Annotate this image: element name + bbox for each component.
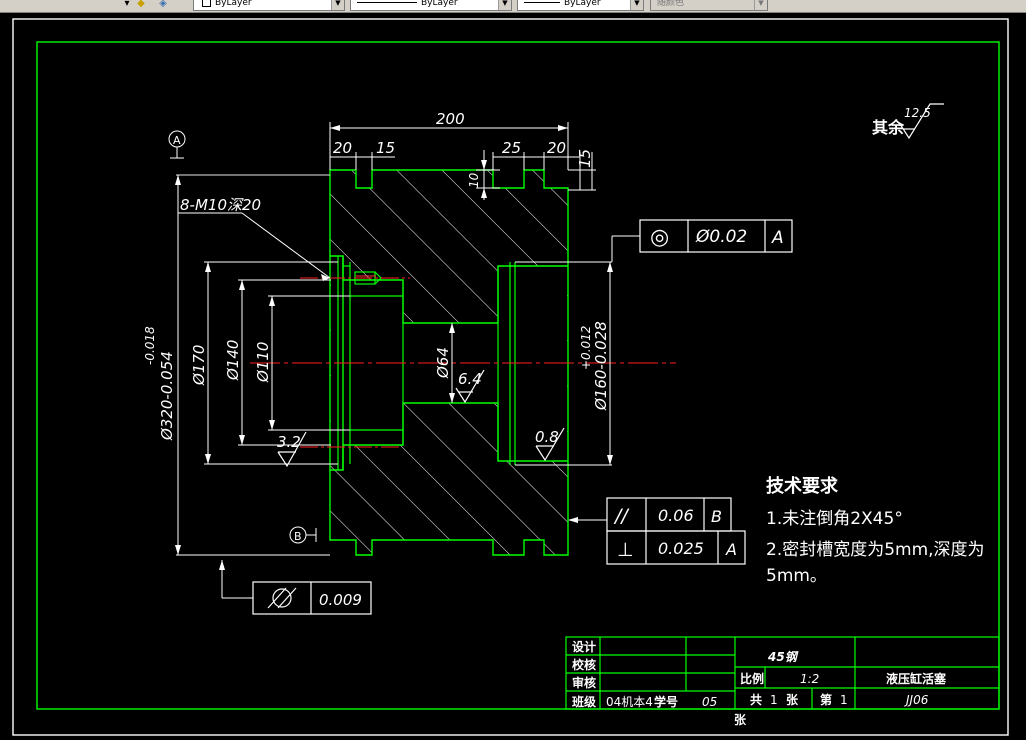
drawing-frame bbox=[36, 41, 1000, 710]
layer-dropdown[interactable]: ByLayer ▼ bbox=[193, 0, 345, 11]
dim-right-end-width: 15 bbox=[576, 149, 594, 168]
title-class-label: 班级 bbox=[572, 694, 596, 709]
chevron-down-icon[interactable]: ▼ bbox=[754, 0, 767, 10]
title-part-name: 液压缸活塞 bbox=[886, 671, 947, 686]
dimension-arrows bbox=[175, 125, 613, 570]
perpendicular-value: 0.025 bbox=[658, 539, 704, 558]
title-sheet-unit: 张 bbox=[786, 692, 799, 707]
piston-section bbox=[250, 169, 676, 556]
concentricity-value: Ø0.02 bbox=[695, 227, 747, 247]
dim-diameter-140: Ø140 bbox=[224, 340, 242, 381]
concentricity-datum: A bbox=[771, 228, 784, 248]
lineweight-preview bbox=[524, 2, 560, 3]
dim-groove-depth: 10 bbox=[467, 172, 481, 188]
tolerance-concentricity: ◎ Ø0.02 A bbox=[639, 219, 793, 253]
linetype-preview bbox=[357, 2, 417, 3]
dim-diameter-64: Ø64 bbox=[434, 347, 452, 379]
chevron-down-icon[interactable]: ▼ bbox=[498, 0, 511, 10]
roughness-symbols: 其余 12.5 6.4 3.2 0.8 bbox=[277, 103, 944, 468]
concentricity-symbol: ◎ bbox=[650, 225, 669, 250]
tolerance-perpendicular: ⊥ 0.025 A bbox=[606, 530, 746, 565]
title-scale-label: 比例 bbox=[740, 671, 764, 686]
title-scale-value: 1:2 bbox=[800, 672, 819, 686]
dim-outer-tolerance: -0.018 bbox=[143, 326, 157, 365]
dim-total-length: 200 bbox=[436, 110, 465, 128]
roughness-other-label: 其余 bbox=[872, 118, 905, 137]
title-review-label: 审核 bbox=[572, 675, 596, 690]
lineweight-dropdown[interactable]: ByLayer ▼ bbox=[517, 0, 644, 11]
roughness-r1: 6.4 bbox=[458, 370, 482, 388]
roughness-other-value: 12.5 bbox=[904, 106, 931, 120]
roughness-r3: 0.8 bbox=[535, 428, 559, 446]
dim-diameter-170: Ø170 bbox=[190, 345, 208, 386]
title-class-value: 04机本4 bbox=[606, 695, 653, 709]
drawing-canvas[interactable]: 200 20 15 25 20 15 10 8-M10深20 Ø320-0.05… bbox=[0, 13, 1026, 740]
linetype-value: ByLayer bbox=[421, 0, 458, 8]
dim-outer-diameter: Ø320-0.054 bbox=[158, 351, 176, 441]
layer-manager-icon[interactable]: ◆ bbox=[137, 0, 145, 9]
title-student-label: 学号 bbox=[654, 694, 678, 709]
title-block: 设计 校核 审核 班级 04机本4 学号 05 45钢 比例 1:2 液压缸活塞… bbox=[565, 636, 1000, 727]
layer-previous-icon[interactable]: ◈ bbox=[159, 0, 167, 9]
layer-states-icon[interactable]: ▾ bbox=[124, 0, 130, 9]
roughness-r2: 3.2 bbox=[277, 433, 301, 451]
tolerance-cylindricity: 0.009 bbox=[252, 581, 372, 615]
dim-diameter-160: Ø160-0.028 bbox=[592, 321, 610, 411]
title-student-value: 05 bbox=[702, 695, 717, 709]
perpendicular-symbol: ⊥ bbox=[617, 539, 634, 561]
chevron-down-icon[interactable]: ▼ bbox=[331, 0, 344, 10]
linetype-dropdown[interactable]: ByLayer ▼ bbox=[350, 0, 512, 11]
technical-requirements: 技术要求 1.未注倒角2X45° 2.密封槽宽度为5mm,深度为 5mm。 bbox=[766, 475, 985, 586]
dimension-lines bbox=[168, 122, 640, 599]
title-sheet-count: 1 bbox=[840, 693, 848, 707]
thread-callout: 8-M10深20 bbox=[180, 196, 261, 214]
cylindricity-value: 0.009 bbox=[319, 591, 362, 609]
perpendicular-datum: A bbox=[725, 540, 737, 559]
dim-left-groove-width: 15 bbox=[376, 139, 395, 157]
tech-req-line3: 5mm。 bbox=[766, 566, 827, 586]
dim-right-groove-offset: 20 bbox=[547, 139, 566, 157]
dim-160-tolerance: +0.012 bbox=[579, 326, 593, 370]
dim-diameter-110: Ø110 bbox=[254, 342, 272, 383]
title-total-count: 1 bbox=[770, 693, 778, 707]
chevron-down-icon[interactable]: ▼ bbox=[630, 0, 643, 10]
title-sheet-unit2: 张 bbox=[734, 712, 747, 727]
dimension-texts: 200 20 15 25 20 15 10 8-M10深20 Ø320-0.05… bbox=[143, 110, 610, 543]
title-sheet-prefix: 第 bbox=[820, 692, 832, 707]
tech-req-title: 技术要求 bbox=[766, 475, 839, 497]
title-check-label: 校核 bbox=[572, 657, 596, 672]
tech-req-line2: 2.密封槽宽度为5mm,深度为 bbox=[766, 540, 985, 560]
tolerance-parallel: // 0.06 B bbox=[606, 497, 732, 532]
screen-border bbox=[12, 18, 1009, 736]
parallel-symbol: // bbox=[613, 505, 630, 527]
title-material: 45钢 bbox=[767, 650, 799, 664]
dim-left-groove-offset: 20 bbox=[333, 139, 352, 157]
tech-req-line1: 1.未注倒角2X45° bbox=[766, 509, 903, 529]
parallel-datum: B bbox=[711, 507, 722, 526]
title-total-prefix: 共 bbox=[750, 692, 762, 707]
properties-toolbar: ▾ ◆ ◈ ByLayer ▼ ByLayer ▼ ByLayer ▼ 随颜色 … bbox=[0, 0, 1026, 13]
cylindricity-symbol-icon bbox=[267, 587, 297, 609]
layer-value: ByLayer bbox=[215, 0, 252, 8]
title-drawing-no: JJ06 bbox=[904, 693, 929, 707]
title-design-label: 设计 bbox=[572, 639, 596, 654]
datum-b-label: B bbox=[294, 530, 302, 543]
dim-right-groove-width: 25 bbox=[502, 139, 521, 157]
plotstyle-value: 随颜色 bbox=[657, 0, 685, 8]
datum-a-label: A bbox=[173, 134, 181, 147]
color-swatch-icon bbox=[202, 0, 211, 7]
lineweight-value: ByLayer bbox=[564, 0, 601, 8]
parallel-value: 0.06 bbox=[658, 506, 694, 525]
plotstyle-dropdown[interactable]: 随颜色 ▼ bbox=[650, 0, 768, 11]
